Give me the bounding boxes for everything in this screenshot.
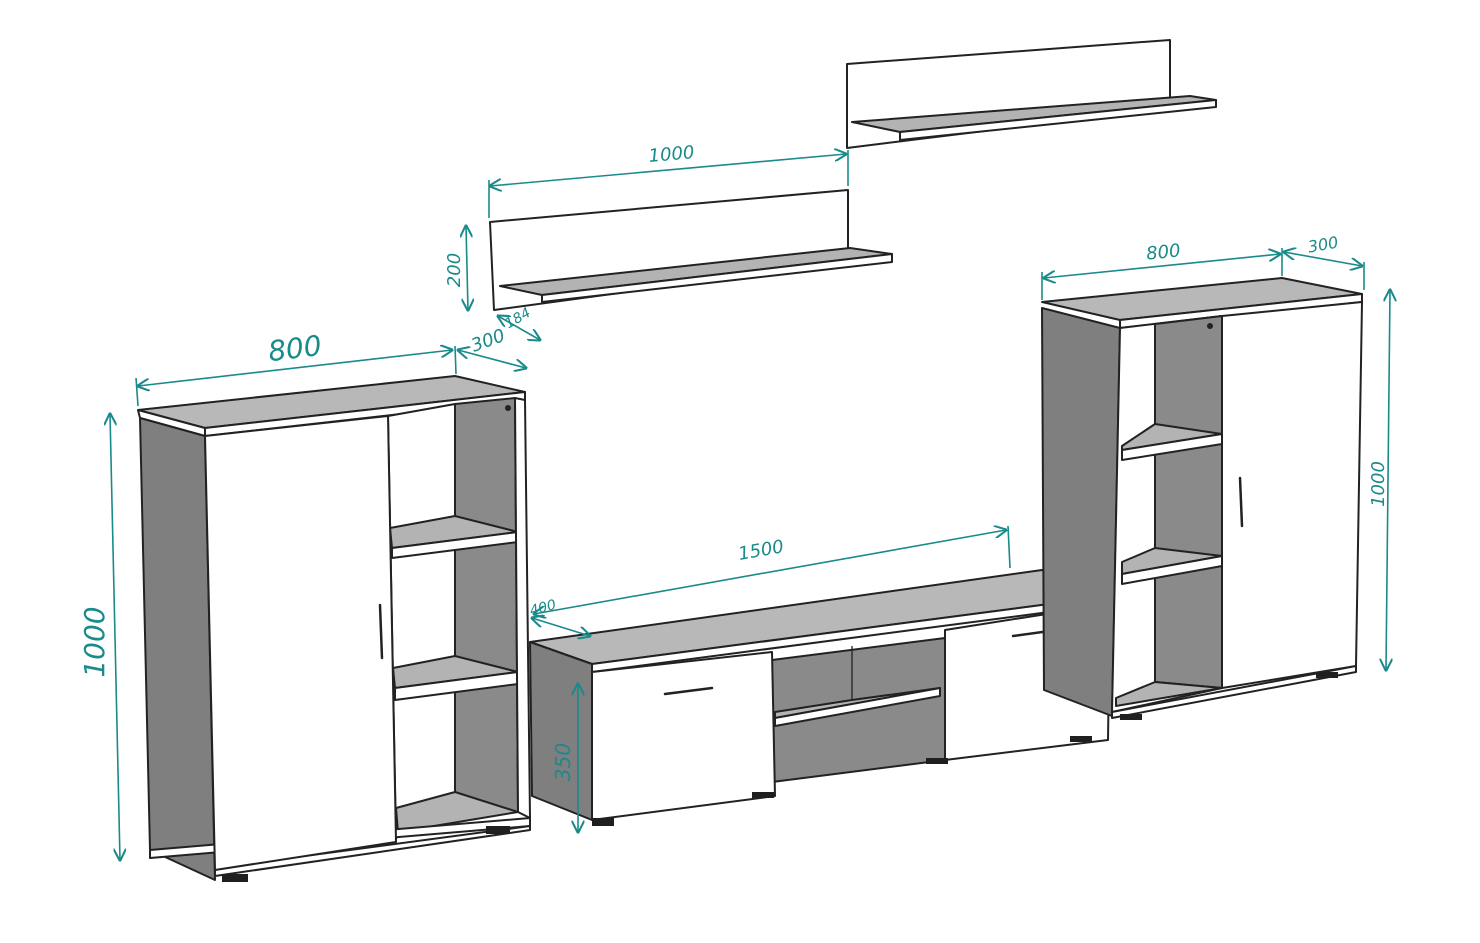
dim-ext-line xyxy=(1007,525,1011,569)
left-cabinet-height-label: 1000 xyxy=(78,606,111,677)
right-cabinet-width-label: 800 xyxy=(1145,240,1181,264)
shelf-width-label: 1000 xyxy=(648,142,695,167)
dim-shelf-width xyxy=(490,154,846,186)
dim-tv-unit-width xyxy=(534,530,1006,614)
dim-ext-line xyxy=(135,377,139,407)
left-cabinet-foot-2 xyxy=(486,826,510,834)
dimension-lines xyxy=(110,150,1390,860)
upper-wall-shelf xyxy=(846,39,1217,149)
right-cabinet-door xyxy=(1221,301,1363,689)
tv-unit xyxy=(529,569,1111,826)
tv-unit-middle-shelf-edge xyxy=(774,687,941,727)
right-cabinet-plinth xyxy=(1111,665,1357,719)
tv-unit-foot-4 xyxy=(1070,736,1092,742)
right-cabinet xyxy=(1041,277,1363,720)
right-cabinet-screw-icon xyxy=(1207,323,1213,329)
tv-unit-side-panel xyxy=(529,641,593,821)
tv-unit-depth-label: 400 xyxy=(528,597,558,619)
dim-shelf-height xyxy=(466,226,468,310)
dim-right-cabinet-height xyxy=(1386,290,1390,670)
dim-tv-unit-depth xyxy=(532,618,590,636)
left-cabinet-inner-side xyxy=(454,397,519,813)
right-cabinet-depth-label: 300 xyxy=(1306,233,1339,257)
middle-shelf-board-edge xyxy=(541,253,893,303)
dim-left-cabinet-depth xyxy=(458,350,526,368)
left-cabinet-door xyxy=(204,415,397,871)
shelf-height-label: 200 xyxy=(444,253,465,287)
left-cabinet-depth-label: 300 xyxy=(468,325,507,356)
dim-left-cabinet-width xyxy=(138,350,452,386)
upper-shelf-board-edge xyxy=(899,99,1217,141)
tv-unit-foot-3 xyxy=(926,758,948,764)
right-cabinet-inner-back xyxy=(1154,315,1223,689)
tv-unit-height-label: 350 xyxy=(551,743,575,781)
tv-unit-width-label: 1500 xyxy=(737,536,786,565)
left-cabinet xyxy=(137,375,531,882)
dimension-labels: 800 300 1000 1000 200 184 1500 400 350 8… xyxy=(78,142,1389,781)
middle-wall-shelf xyxy=(489,189,893,311)
right-cabinet-foot-1 xyxy=(1120,714,1142,720)
tv-unit-left-drawer xyxy=(591,651,776,821)
right-cabinet-door-handle xyxy=(1238,476,1244,528)
dim-right-cabinet-width xyxy=(1044,254,1280,278)
dim-left-cabinet-height xyxy=(110,414,120,860)
left-cabinet-screw-icon xyxy=(505,405,511,411)
tv-unit-left-drawer-handle xyxy=(663,686,714,696)
left-cabinet-right-edge xyxy=(514,397,531,819)
dim-right-cabinet-depth xyxy=(1284,252,1362,266)
left-cabinet-foot-1 xyxy=(222,874,248,882)
dim-ext-line xyxy=(454,345,457,375)
left-cabinet-side-panel xyxy=(139,417,216,881)
left-cabinet-plinth-front xyxy=(214,825,531,877)
tv-unit-foot-2 xyxy=(752,792,774,798)
right-cabinet-height-label: 1000 xyxy=(1368,461,1389,507)
left-cabinet-width-label: 800 xyxy=(266,329,323,368)
dim-shelf-depth xyxy=(498,316,540,340)
left-cabinet-door-handle xyxy=(378,603,384,660)
right-cabinet-foot-2 xyxy=(1316,672,1338,678)
tv-unit-foot-1 xyxy=(592,818,614,826)
left-cabinet-open-area xyxy=(387,403,456,839)
right-cabinet-side-panel xyxy=(1041,307,1121,717)
